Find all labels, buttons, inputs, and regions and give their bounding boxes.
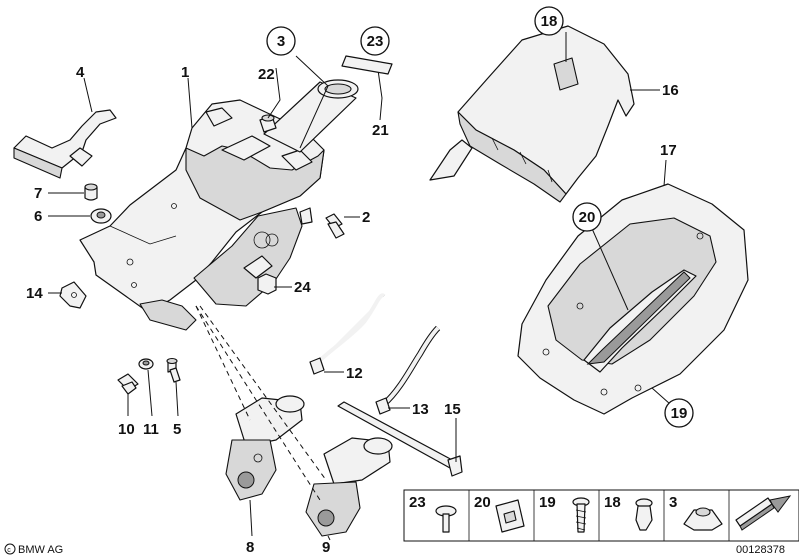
callout-4: 4 (76, 64, 85, 81)
part-16-upper-cover (429, 25, 635, 203)
callout-labels: 4 1 22 21 7 6 2 14 24 12 13 15 10 11 5 8… (26, 64, 679, 556)
part-11-washer (138, 358, 154, 370)
hardware-legend: 23 20 19 18 3 (403, 489, 799, 542)
legend-item-19: 19 (539, 494, 590, 533)
part-2-bolt (325, 213, 345, 239)
svg-text:c: c (7, 547, 11, 554)
part-1-column-bracket (79, 99, 325, 331)
legend-item-3: 3 (669, 494, 723, 531)
callout-10: 10 (118, 421, 135, 438)
callout-23-circle: 23 (360, 26, 390, 56)
direction-arrow-icon (735, 495, 792, 531)
column-shaft (263, 79, 359, 153)
callout-2: 2 (362, 209, 370, 226)
part-7-sleeve (84, 183, 98, 201)
legend-item-20: 20 (474, 494, 525, 533)
part-17-lower-cover (517, 183, 749, 415)
part-23-label-plate (341, 55, 393, 75)
callout-22: 22 (258, 66, 275, 83)
callout-7: 7 (34, 185, 42, 202)
legend-item-23: 23 (409, 494, 457, 533)
callout-19-circle: 19 (664, 398, 694, 428)
svg-text:18: 18 (604, 494, 621, 511)
part-12-hose (309, 293, 386, 375)
svg-text:3: 3 (669, 494, 677, 511)
callout-12: 12 (346, 365, 363, 382)
part-10-bolt (117, 373, 139, 395)
callout-23: 23 (367, 33, 384, 50)
part-8-actuator (225, 395, 305, 501)
part-22-clip (259, 114, 277, 133)
part-5-screw (166, 357, 181, 383)
callout-13: 13 (412, 401, 429, 418)
callout-8: 8 (246, 539, 254, 556)
copyright-icon: c (4, 543, 16, 555)
lower-housing (193, 207, 303, 307)
callout-21: 21 (372, 122, 389, 139)
callout-11: 11 (143, 421, 159, 438)
leader-lines (48, 32, 671, 541)
svg-text:23: 23 (409, 494, 426, 511)
circled-callouts: 3 23 18 20 19 (266, 6, 694, 428)
footer-doc-number: 00128378 (736, 544, 785, 556)
footer: c BMW AG 00128378 (4, 543, 785, 556)
part-13-hose (375, 325, 441, 415)
part-6-washer (90, 208, 112, 224)
callout-6: 6 (34, 208, 42, 225)
callout-5: 5 (173, 421, 181, 438)
callout-19: 19 (671, 405, 688, 422)
part-9-actuator (305, 437, 393, 537)
callout-17: 17 (660, 142, 677, 159)
callout-3-circle: 3 (266, 26, 296, 56)
assembly-lines (195, 305, 327, 501)
callout-9: 9 (322, 539, 330, 556)
part-4-bracket (13, 109, 117, 179)
callout-18-circle: 18 (534, 6, 564, 36)
callout-20: 20 (579, 209, 596, 226)
callout-20-circle: 20 (572, 202, 602, 232)
callout-14: 14 (26, 285, 43, 302)
callout-3: 3 (277, 33, 285, 50)
part-24-nut (257, 273, 277, 295)
callout-15: 15 (444, 401, 461, 418)
footer-brand: BMW AG (18, 544, 63, 556)
legend-item-18: 18 (604, 494, 653, 531)
callout-16: 16 (662, 82, 679, 99)
callout-24: 24 (294, 279, 311, 296)
svg-text:20: 20 (474, 494, 491, 511)
svg-text:19: 19 (539, 494, 556, 511)
callout-18: 18 (541, 13, 558, 30)
callout-1: 1 (181, 64, 189, 81)
part-14-clip (59, 281, 87, 309)
